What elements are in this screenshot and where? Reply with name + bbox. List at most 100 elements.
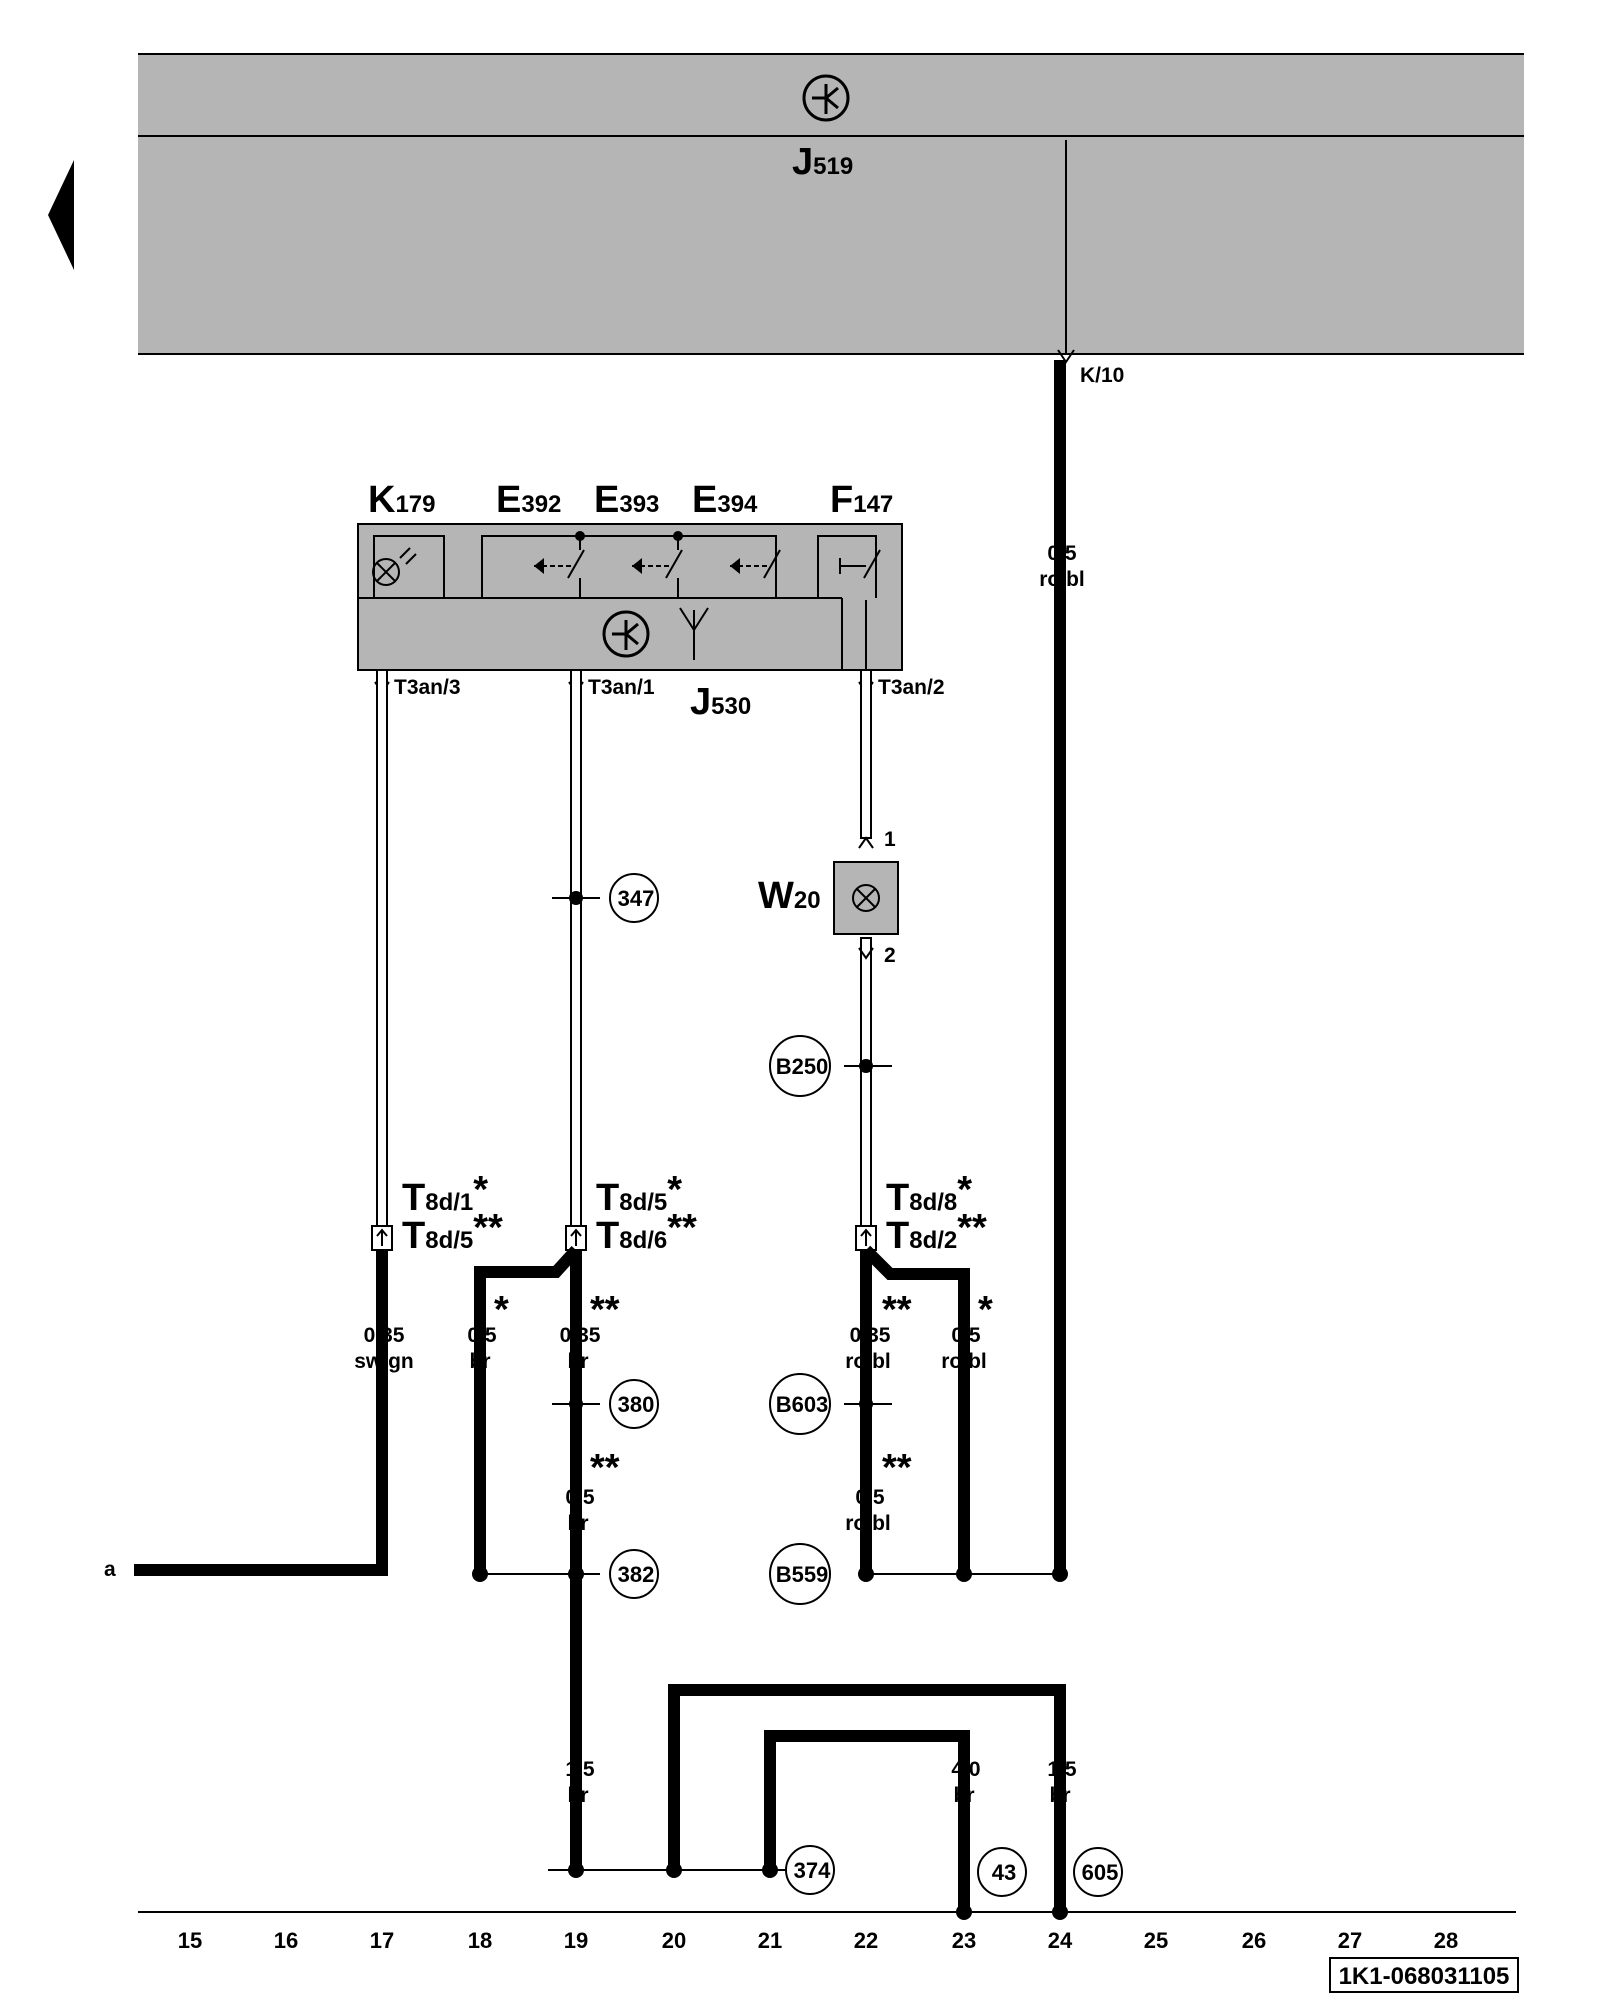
track-number: 23: [952, 1928, 976, 1953]
k179-lamp-icon: [372, 547, 417, 586]
thin-wire-19: [570, 669, 582, 1231]
svg-text:43: 43: [992, 1860, 1016, 1885]
wire-19a-color: br: [568, 1350, 589, 1373]
track-number: 15: [178, 1928, 202, 1953]
wire-19b-color: br: [568, 1512, 589, 1535]
wire-17-color: sw/gn: [354, 1350, 414, 1373]
pin-k10: K/10: [1080, 364, 1124, 387]
wire-19b-size: 0,5: [565, 1486, 595, 1509]
j519-label: J519: [792, 141, 853, 183]
svg-text:B559: B559: [776, 1562, 829, 1587]
connector-col22-top: T8d/8*: [886, 1169, 972, 1219]
connector-col22-bottom: T8d/2**: [886, 1207, 987, 1257]
track-number: 26: [1242, 1928, 1266, 1953]
track-number: 20: [662, 1928, 686, 1953]
pin-t3an1: T3an/1: [588, 676, 655, 699]
e393-label: E393: [594, 479, 659, 521]
connector-col19-bottom: T8d/6**: [596, 1207, 697, 1257]
k179-label: K179: [368, 479, 436, 521]
ref-374[interactable]: 374: [785, 1845, 835, 1895]
wire-19c-color: br: [568, 1784, 589, 1807]
ref-605[interactable]: 605: [1073, 1847, 1123, 1897]
svg-text:380: 380: [618, 1392, 655, 1417]
connector-col19-icon: [565, 1225, 587, 1251]
thick-wires: [134, 360, 1066, 1912]
wire-23-size: 4,0: [951, 1758, 980, 1781]
wire-19a-mark: **: [590, 1289, 620, 1331]
wire-18-size: 0,5: [467, 1324, 497, 1347]
ref-B250[interactable]: B250: [769, 1035, 831, 1097]
wire-19a-size: 0,35: [560, 1324, 601, 1347]
svg-text:374: 374: [794, 1858, 831, 1883]
ref-382[interactable]: 382: [609, 1549, 659, 1599]
svg-text:B250: B250: [776, 1054, 829, 1079]
ref-43[interactable]: 43: [977, 1847, 1027, 1897]
connector-col22-icon: [855, 1225, 877, 1251]
e392-switch-icon: [534, 536, 585, 598]
track-number: 22: [854, 1928, 878, 1953]
svg-text:B603: B603: [776, 1392, 829, 1417]
wire-22a-mark: **: [882, 1289, 912, 1331]
track-number: 16: [274, 1928, 298, 1953]
svg-text:382: 382: [618, 1562, 655, 1587]
lamp-icon: [852, 884, 880, 912]
track-number: 28: [1434, 1928, 1458, 1953]
wire-17-size: 0,35: [364, 1324, 405, 1347]
j530-component: [357, 523, 903, 671]
ref-B559[interactable]: B559: [769, 1543, 831, 1605]
svg-text:605: 605: [1082, 1860, 1119, 1885]
track-number: 19: [564, 1928, 588, 1953]
wire-23r-mark: *: [978, 1289, 993, 1331]
w20-label: W20: [758, 875, 821, 917]
track-number: 17: [370, 1928, 394, 1953]
control-unit-symbol-icon: [802, 74, 850, 122]
ref-347[interactable]: 347: [609, 873, 659, 923]
w20-pin-1: 1: [884, 828, 896, 851]
track-number: 18: [468, 1928, 492, 1953]
wire-22b-mark: **: [882, 1447, 912, 1489]
wire-19b-mark: **: [590, 1447, 620, 1489]
track-number: 24: [1048, 1928, 1073, 1953]
diagram-reference: 1K1-068031105: [1339, 1963, 1510, 1990]
e392-label: E392: [496, 479, 561, 521]
junction-dots: [472, 1397, 1068, 1920]
e394-switch-icon: [730, 536, 781, 579]
j519-control-unit: [138, 54, 1524, 354]
wire-19c-size: 1,5: [565, 1758, 595, 1781]
connector-col17-top: T8d/1*: [402, 1169, 488, 1219]
ref-380[interactable]: 380: [609, 1379, 659, 1429]
j530-label: J530: [690, 681, 751, 723]
e393-switch-icon: [632, 536, 683, 598]
ref-B603[interactable]: B603: [769, 1373, 831, 1435]
wire-18-mark: *: [494, 1289, 509, 1331]
wire-23r-color: ro/bl: [941, 1350, 987, 1373]
wire-22a-color: ro/bl: [845, 1350, 891, 1373]
back-arrow-icon[interactable]: [48, 160, 74, 270]
pin-t3an3: T3an/3: [394, 676, 461, 699]
f147-switch-icon: [839, 549, 881, 579]
thin-wire-22-upper: [860, 669, 872, 839]
wire-24-top-size: 0,5: [1047, 542, 1077, 565]
thin-wire-22-lower: [860, 937, 872, 1231]
wire-22b-size: 0,5: [855, 1486, 885, 1509]
wire-24-color: br: [1050, 1784, 1071, 1807]
e394-label: E394: [692, 479, 758, 521]
wire-18-color: br: [470, 1350, 491, 1373]
connector-col19-top: T8d/5*: [596, 1169, 682, 1219]
wire-23-color: br: [954, 1784, 975, 1807]
connector-col17-bottom: T8d/5**: [402, 1207, 503, 1257]
wire-22b-color: ro/bl: [845, 1512, 891, 1535]
connector-col17-icon: [371, 1225, 393, 1251]
j530-control-symbol-icon: [602, 610, 650, 658]
wire-22a-size: 0,35: [850, 1324, 891, 1347]
wire-23r-size: 0,5: [951, 1324, 981, 1347]
svg-text:347: 347: [618, 886, 655, 911]
w20-pin-2: 2: [884, 944, 896, 967]
w20-lamp: [833, 836, 899, 960]
thin-wire-17: [376, 669, 388, 1231]
wire-24-size: 1,5: [1047, 1758, 1077, 1781]
antenna-icon: [679, 607, 709, 660]
wire-24-top-color: ro/bl: [1039, 568, 1085, 591]
